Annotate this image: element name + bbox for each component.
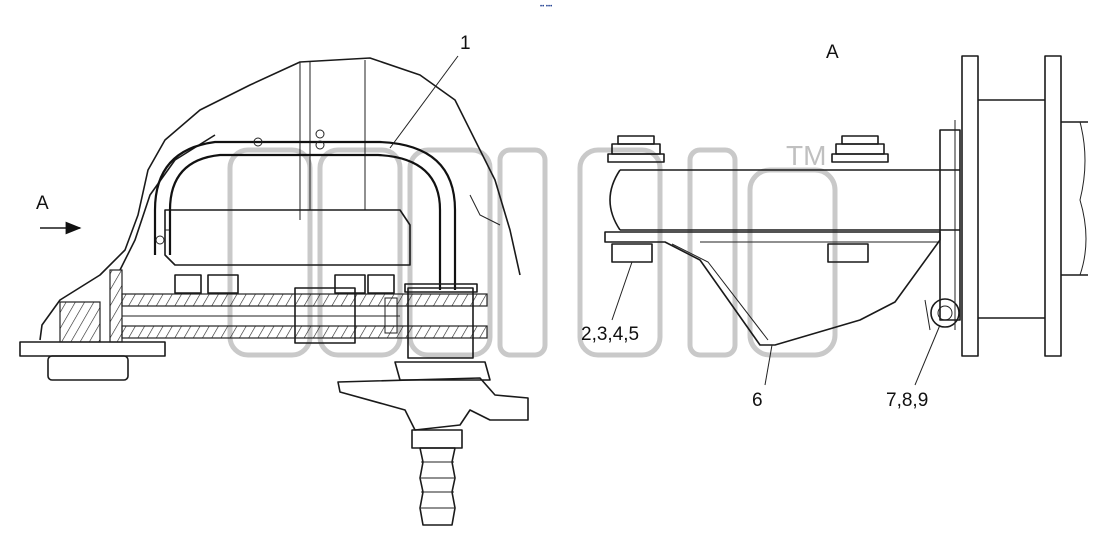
base-boss — [47, 355, 129, 381]
label-parts-2-3-4-5: 2,3,4,5 — [581, 324, 640, 345]
hatched-wall — [109, 269, 123, 343]
nut-bottom-left — [611, 243, 653, 263]
upper-rail — [121, 293, 488, 307]
bolt-top-right — [831, 135, 889, 163]
bracket-part-6 — [604, 231, 941, 346]
label-view-a-right: A — [826, 42, 839, 63]
hatched-section — [59, 301, 101, 343]
pin-clip — [930, 298, 960, 328]
watermark-logo — [227, 147, 838, 358]
trademark-mark: TM — [786, 140, 826, 171]
leader-parts-2-5 — [611, 261, 633, 321]
flange-left — [961, 55, 979, 357]
fitting-body — [407, 287, 474, 359]
pipe-part-1 — [153, 129, 457, 290]
valve-fitting — [337, 283, 529, 526]
rivet — [315, 129, 325, 139]
rivet — [253, 137, 263, 147]
hub — [939, 129, 961, 321]
nut — [207, 274, 239, 294]
nut — [367, 274, 395, 294]
view-a-assembly — [604, 55, 1088, 357]
hose-nipple — [419, 447, 456, 526]
header-mark: •• ••• — [540, 4, 553, 10]
bolt-top-left — [607, 135, 665, 163]
label-view-a-left: A — [36, 193, 49, 214]
coupling-collar — [411, 429, 463, 449]
leader-part-1 — [389, 55, 459, 149]
nut-bottom-right — [827, 243, 869, 263]
coupling-flange — [337, 377, 529, 431]
nut — [174, 274, 202, 294]
flange-right — [1044, 55, 1062, 357]
nut — [334, 274, 366, 294]
lower-rail — [121, 325, 488, 339]
rivet — [315, 140, 325, 150]
label-part-6: 6 — [752, 390, 763, 411]
housing-assembly — [19, 57, 521, 381]
center-block — [294, 287, 356, 344]
leader-part-6 — [764, 344, 773, 386]
base-plate — [19, 341, 166, 357]
leader-parts-7-9 — [914, 324, 941, 386]
label-part-1: 1 — [460, 33, 471, 54]
label-parts-7-8-9: 7,8,9 — [886, 390, 929, 411]
